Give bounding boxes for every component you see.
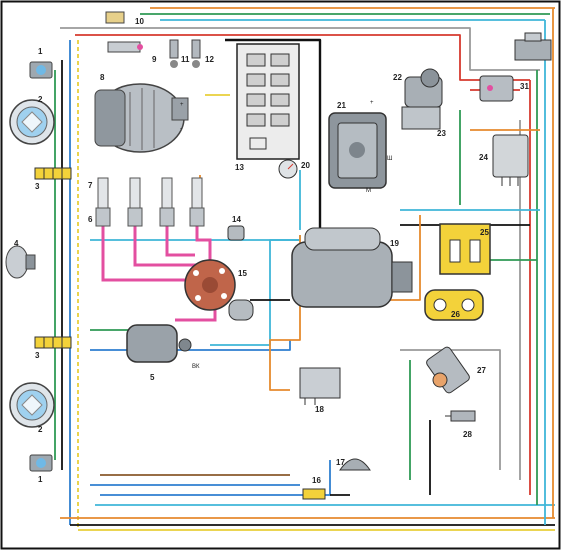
label-31: 31 — [520, 82, 529, 91]
component-top-right — [514, 32, 552, 61]
wire-mid-3 — [210, 239, 300, 346]
label-14: 14 — [232, 215, 241, 224]
terminal-minus-alternator: - — [180, 126, 182, 132]
wire-mid-13 — [225, 38, 322, 230]
component-2-bottom-headlight — [9, 382, 55, 428]
label-22: 22 — [393, 73, 402, 82]
component-21-regulator — [328, 112, 387, 189]
component-27-switch — [426, 346, 470, 394]
spark-wire-4 — [195, 225, 212, 260]
component-20-gauge — [278, 159, 298, 179]
wire-mid-9 — [400, 349, 501, 470]
component-13-fuse-block — [236, 43, 300, 160]
wire-top-5 — [75, 34, 530, 81]
component-14 — [227, 225, 245, 241]
label-15: 15 — [238, 269, 247, 278]
label-20: 20 — [301, 161, 310, 170]
terminal-plus-regulator: + — [370, 100, 374, 106]
component-18-relay — [299, 367, 341, 405]
label-6: 6 — [88, 215, 93, 224]
label-27: 27 — [477, 366, 486, 375]
spark-wire-3 — [165, 225, 195, 257]
label-9: 9 — [152, 55, 157, 64]
component-8-alternator — [94, 83, 189, 153]
component-23 — [401, 106, 441, 130]
label-2-bottom: 2 — [38, 425, 43, 434]
component-7-spark-plugs — [97, 177, 203, 209]
wire-mid-1 — [90, 235, 301, 241]
label-21: 21 — [337, 101, 346, 110]
terminal-labels: + - + Ш М ВК — [180, 100, 393, 370]
component-16-fuse — [302, 488, 326, 500]
component-4-horn — [5, 245, 36, 279]
label-3-bottom: 3 — [35, 351, 40, 360]
label-5: 5 — [150, 373, 155, 382]
label-25: 25 — [480, 228, 489, 237]
label-2-top: 2 — [38, 95, 43, 104]
component-17 — [339, 458, 371, 471]
label-23: 23 — [437, 129, 446, 138]
component-31 — [479, 75, 514, 102]
component-10 — [105, 11, 125, 24]
component-1-top — [29, 61, 53, 79]
label-3-top: 3 — [35, 182, 40, 191]
wire-top-4 — [60, 27, 540, 71]
label-13: 13 — [235, 163, 244, 172]
terminal-plus-alternator: + — [180, 102, 184, 108]
terminal-sh-regulator: Ш — [387, 156, 393, 162]
component-22-wiper-motor — [404, 68, 443, 108]
component-3-top-connector — [34, 167, 72, 180]
wire-bottom-5 — [100, 460, 331, 496]
component-15-distributor — [184, 259, 254, 321]
component-12 — [191, 39, 201, 68]
label-4: 4 — [14, 239, 19, 248]
ignition-harness — [101, 225, 217, 322]
component-6-plug-boots — [95, 207, 205, 227]
wire-harness — [54, 7, 555, 531]
label-8: 8 — [100, 73, 105, 82]
component-24-relay — [492, 134, 529, 186]
terminal-vk-coil: ВК — [192, 364, 200, 370]
label-1-top: 1 — [38, 47, 43, 56]
label-1-bottom: 1 — [38, 475, 43, 484]
label-24: 24 — [479, 153, 488, 162]
component-2-top-headlight — [9, 99, 55, 145]
spark-wire-2 — [133, 225, 200, 267]
label-18: 18 — [315, 405, 324, 414]
spark-wire-1 — [101, 225, 200, 282]
component-3-bottom-connector — [34, 336, 72, 349]
label-10: 10 — [135, 17, 144, 26]
component-28-sensor — [445, 410, 476, 422]
terminal-m-regulator: М — [366, 188, 371, 194]
component-5-ignition-coil — [126, 324, 192, 363]
component-25-relay — [439, 223, 491, 275]
component-1-bottom — [29, 454, 53, 472]
label-11: 11 — [181, 55, 190, 64]
label-16: 16 — [312, 476, 321, 485]
component-26-relay — [424, 289, 484, 321]
component-labels: 1 2 3 4 1 2 3 6 7 8 9 10 11 12 13 14 15 … — [14, 17, 529, 485]
label-17: 17 — [336, 458, 345, 467]
label-7: 7 — [88, 181, 93, 190]
component-9 — [107, 41, 143, 53]
component-11 — [169, 39, 179, 68]
label-12: 12 — [205, 55, 214, 64]
component-19-starter — [291, 227, 413, 308]
label-28: 28 — [463, 430, 472, 439]
label-19: 19 — [390, 239, 399, 248]
label-26: 26 — [451, 310, 460, 319]
